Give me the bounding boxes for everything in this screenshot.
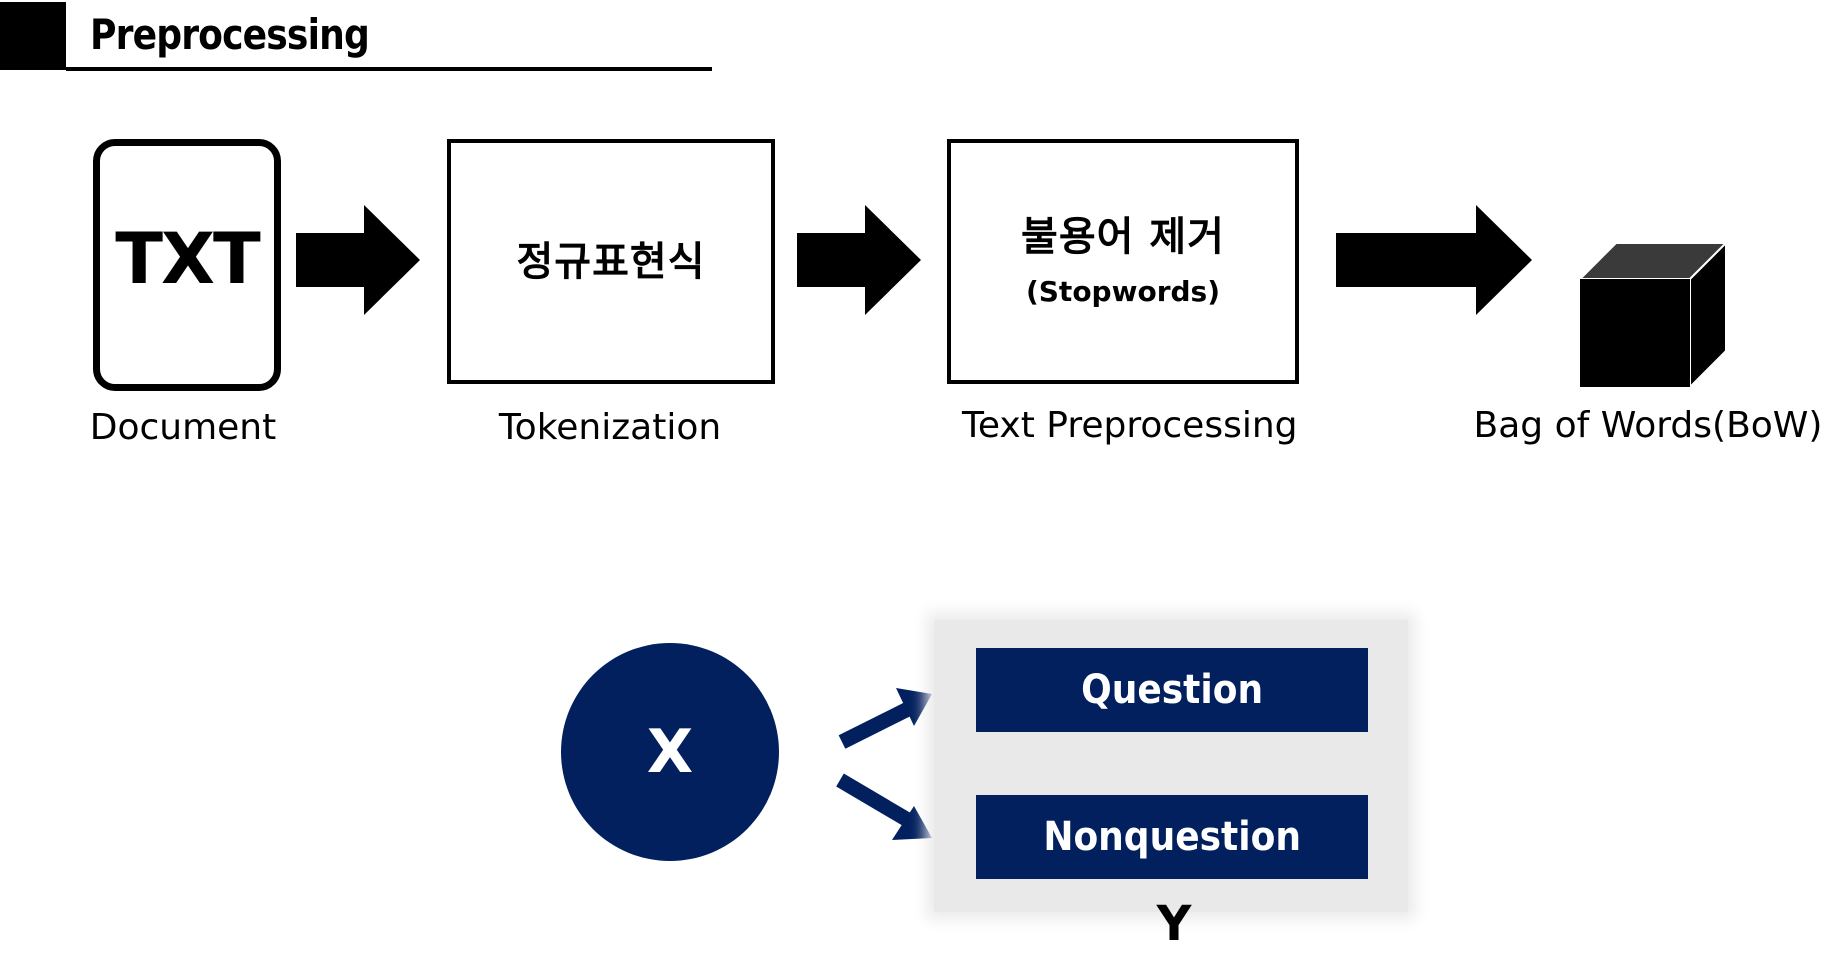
stopword-removal-box: 불용어 제거 (Stopwords) (947, 139, 1299, 384)
section-marker (0, 2, 66, 70)
arrow-to-nonquestion-icon (836, 773, 932, 840)
document-icon: TXT (93, 139, 281, 391)
document-caption: Document (89, 407, 277, 448)
document-icon-label: TXT (115, 218, 260, 300)
question-class-box: Question (976, 648, 1368, 732)
arrow-to-question-icon (838, 688, 932, 749)
text-preprocessing-caption: Text Preprocessing (962, 405, 1298, 446)
tokenization-box-text: 정규표현식 (516, 238, 706, 285)
right-arrow-icon (296, 205, 420, 315)
stopword-box-subtext: (Stopwords) (1025, 275, 1221, 308)
input-x-circle: X (561, 643, 779, 861)
right-arrow-icon (797, 205, 921, 315)
bag-of-words-caption: Bag of Words(BoW) (1473, 405, 1823, 446)
question-class-label: Question (1081, 667, 1263, 713)
input-x-label: X (646, 717, 694, 787)
nonquestion-class-label: Nonquestion (1043, 814, 1301, 860)
stopword-box-text: 불용어 제거 (1021, 214, 1225, 260)
section-underline (66, 67, 712, 71)
nonquestion-class-box: Nonquestion (976, 795, 1368, 879)
tokenization-caption: Tokenization (498, 407, 722, 448)
cube-icon (1580, 243, 1726, 387)
right-arrow-icon (1336, 205, 1532, 315)
tokenization-box: 정규표현식 (447, 139, 775, 384)
section-title: Preprocessing (90, 10, 370, 59)
output-y-label: Y (1156, 896, 1192, 952)
